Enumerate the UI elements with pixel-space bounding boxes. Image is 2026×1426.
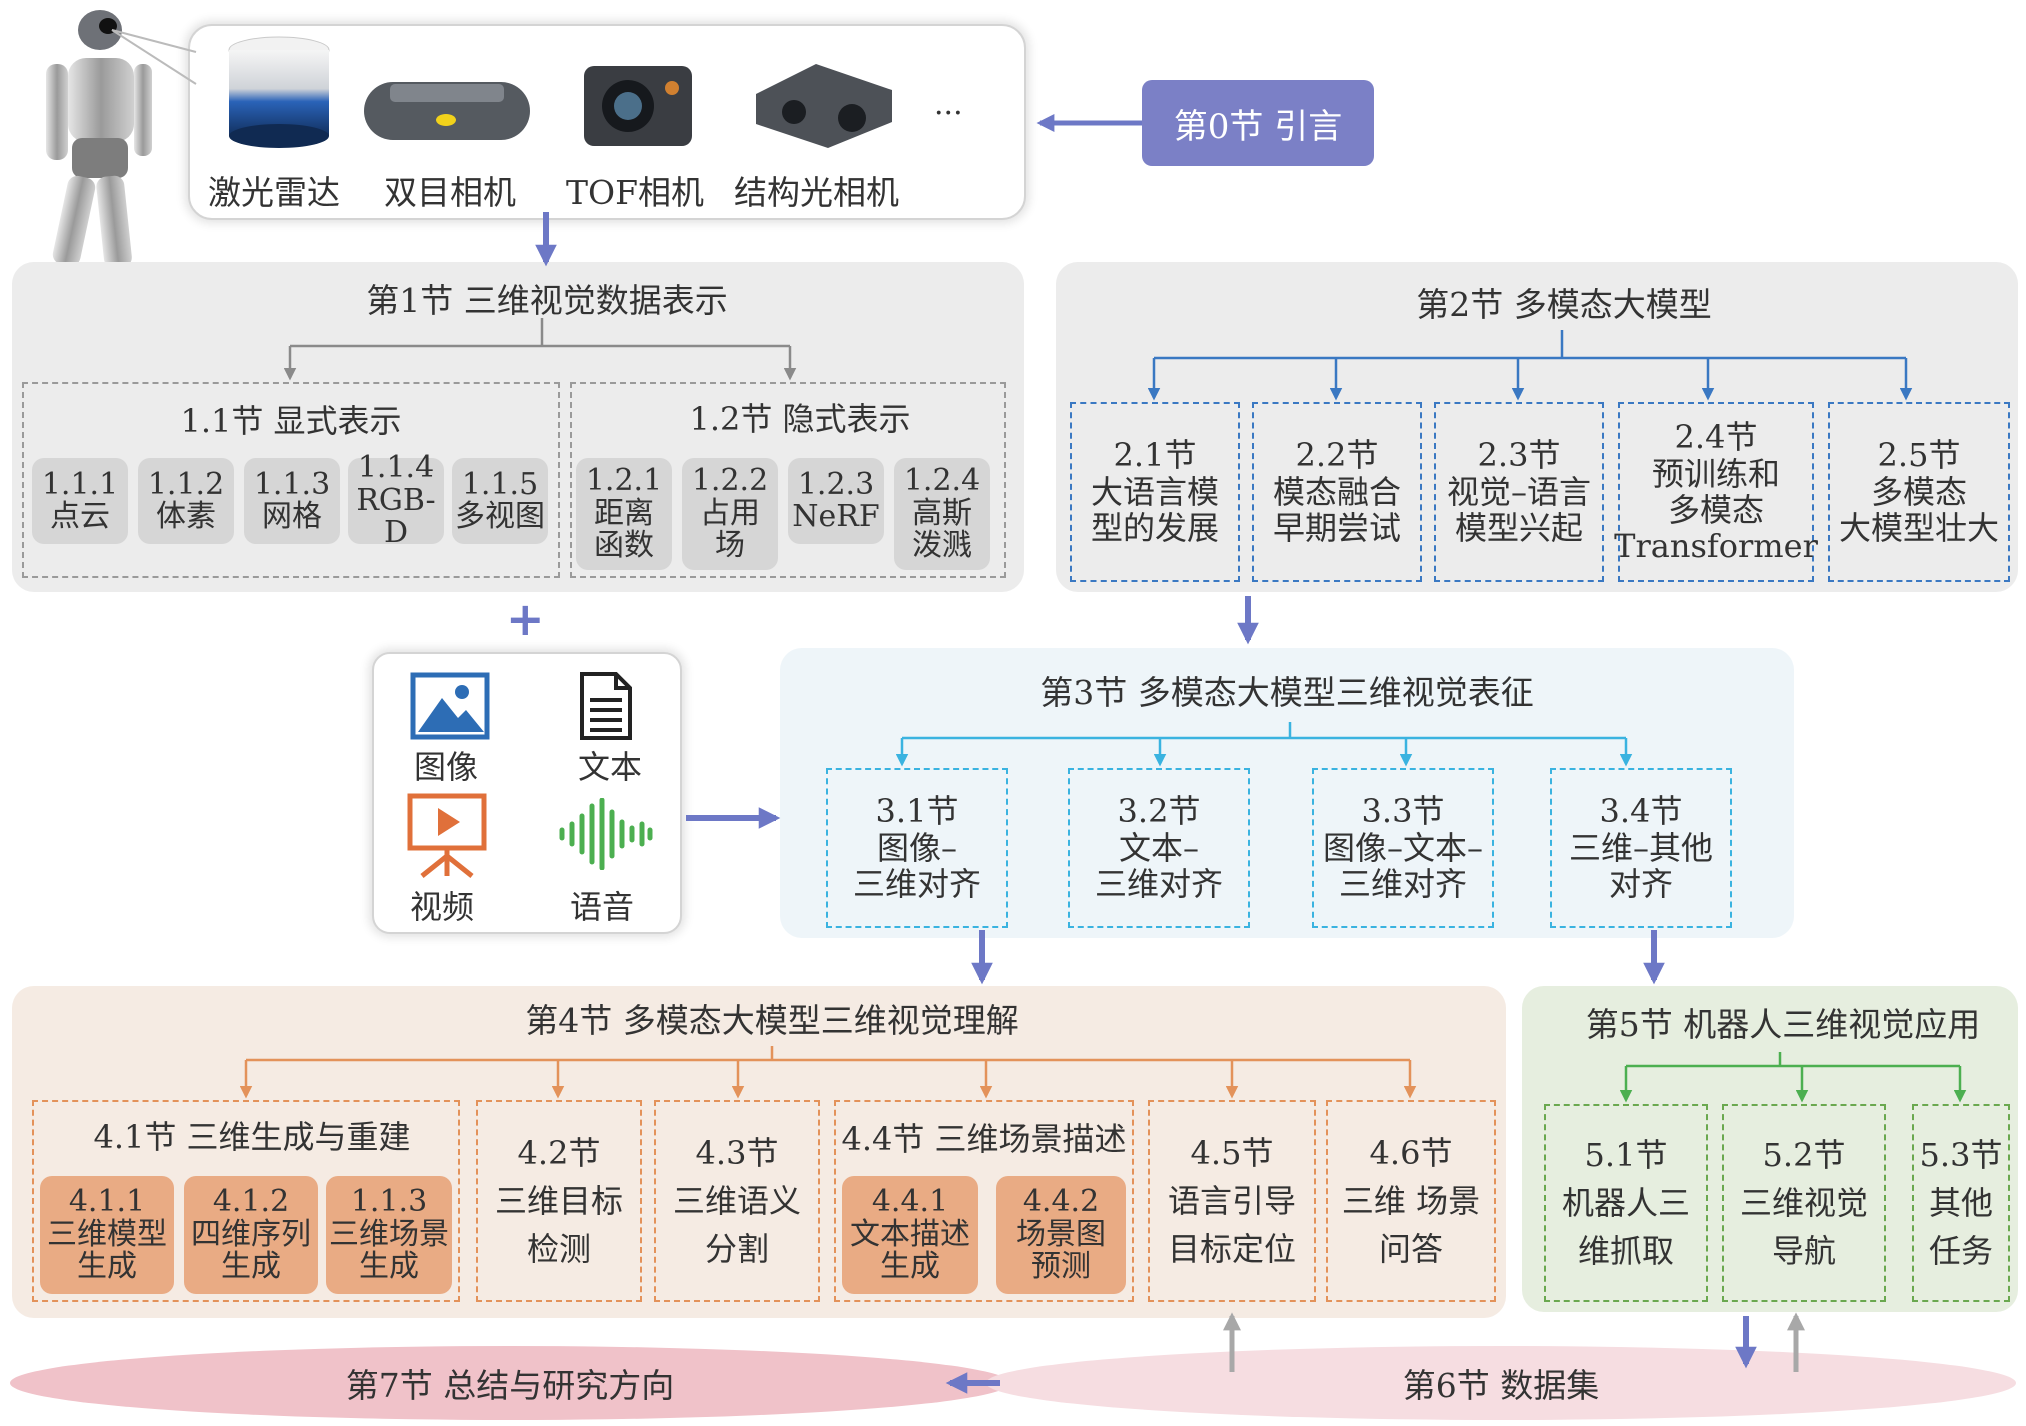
image-icon <box>410 672 490 740</box>
section-3-item: 3.3节图像–文本–三维对齐 <box>1312 768 1494 928</box>
modality-video-label: 视频 <box>410 888 475 926</box>
video-icon <box>406 792 488 880</box>
section-6-ellipse: 第6节 数据集 <box>986 1346 2016 1420</box>
sensor-label-structured: 结构光相机 <box>734 173 899 212</box>
section-5-panel <box>1522 986 2018 1312</box>
section-3-item: 3.2节文本–三维对齐 <box>1068 768 1250 928</box>
section-2-item: 2.3节视觉–语言模型兴起 <box>1434 402 1604 582</box>
section-4-5: 4.5节语言引导目标定位 <box>1148 1100 1316 1302</box>
modality-image-label: 图像 <box>414 748 479 786</box>
section-4-2: 4.2节三维目标检测 <box>476 1100 642 1302</box>
section-5-item: 5.2节三维视觉导航 <box>1722 1104 1886 1302</box>
section-7-title: 第7节 总结与研究方向 <box>345 1366 675 1405</box>
section-4-1-group <box>32 1100 460 1302</box>
tof-camera-icon <box>576 58 700 154</box>
implicit-title: 1.2节 隐式表示 <box>689 400 911 438</box>
section-2-title: 第2节 多模态大模型 <box>1416 285 1712 324</box>
sensor-label-stereo: 双目相机 <box>384 173 516 212</box>
plus-sign: + <box>506 592 545 646</box>
section-2-item: 2.2节模态融合早期尝试 <box>1252 402 1422 582</box>
document-icon <box>578 670 634 742</box>
section-0-intro: 第0节 引言 <box>1142 80 1374 166</box>
section-4-4-group <box>834 1100 1134 1302</box>
section-7-ellipse: 第7节 总结与研究方向 <box>10 1346 1010 1420</box>
section-6-title: 第6节 数据集 <box>1402 1366 1600 1405</box>
section-2-item: 2.1节大语言模型的发展 <box>1070 402 1240 582</box>
audio-wave-icon <box>556 797 654 871</box>
section-4-4-title: 4.4节 三维场景描述 <box>841 1120 1127 1158</box>
sensor-more: ··· <box>934 96 963 131</box>
explicit-group <box>22 382 560 578</box>
implicit-group <box>570 382 1006 578</box>
section-3-item: 3.4节三维–其他对齐 <box>1550 768 1732 928</box>
section-3-item: 3.1节图像–三维对齐 <box>826 768 1008 928</box>
section-4-1-title: 4.1节 三维生成与重建 <box>93 1118 411 1156</box>
explicit-title: 1.1节 显式表示 <box>180 402 402 440</box>
modality-text-label: 文本 <box>578 748 643 786</box>
section-4-3: 4.3节三维语义分割 <box>654 1100 820 1302</box>
section-4-title: 第4节 多模态大模型三维视觉理解 <box>525 1001 1019 1040</box>
modality-audio-label: 语音 <box>570 888 635 926</box>
section-5-title: 第5节 机器人三维视觉应用 <box>1585 1005 1981 1044</box>
structured-light-camera-icon <box>746 54 898 154</box>
sensor-label-lidar: 激光雷达 <box>208 173 340 212</box>
section-2-item: 2.5节多模态大模型壮大 <box>1828 402 2010 582</box>
section-2-panel <box>1056 262 2018 592</box>
section-3-title: 第3节 多模态大模型三维视觉表征 <box>1040 673 1534 712</box>
section-3-panel <box>780 648 1794 938</box>
lidar-icon <box>224 34 334 152</box>
sensor-label-tof: TOF相机 <box>566 173 704 212</box>
stereo-camera-icon <box>360 74 535 148</box>
section-5-item: 5.1节机器人三维抓取 <box>1544 1104 1708 1302</box>
section-5-item: 5.3节其他任务 <box>1912 1104 2010 1302</box>
section-4-6: 4.6节三维 场景问答 <box>1326 1100 1496 1302</box>
section-0-title: 第0节 引言 <box>1173 106 1343 147</box>
section-1-title: 第1节 三维视觉数据表示 <box>366 281 728 320</box>
